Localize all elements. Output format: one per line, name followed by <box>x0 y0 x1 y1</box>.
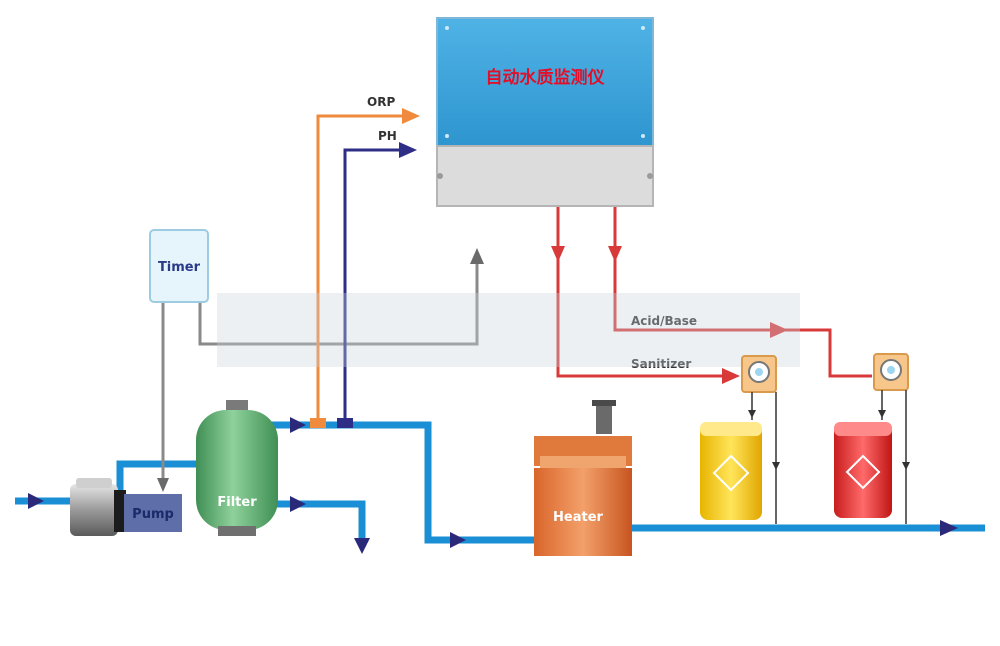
timer <box>149 229 209 303</box>
filter-label: Filter <box>217 495 257 510</box>
flow-arrow-icon <box>290 417 306 433</box>
arrow-down-icon <box>551 246 565 262</box>
diamond-icon <box>845 454 881 490</box>
heater <box>534 400 632 556</box>
flow-arrow-icon <box>290 496 306 512</box>
ph-line <box>343 148 402 420</box>
flow-arrow-icon <box>354 538 370 554</box>
timer-label: Timer <box>158 260 201 275</box>
flow-arrows <box>28 417 958 554</box>
acid-base-label: Acid/Base <box>631 314 697 328</box>
arrow-right-icon <box>722 368 740 384</box>
monitor-title: 自动水质监测仪 <box>486 67 606 88</box>
flow-arrow-icon <box>28 493 44 509</box>
water-quality-monitor <box>436 17 654 207</box>
timer-signal-line <box>161 262 479 483</box>
heater-label: Heater <box>553 510 604 525</box>
ph-probe <box>337 418 353 428</box>
overlay-band <box>217 293 800 367</box>
filter-tank <box>196 400 278 536</box>
arrow-down-icon <box>772 462 780 470</box>
arrow-down-icon <box>748 410 756 418</box>
diamond-icon <box>712 454 750 492</box>
pump-label: Pump <box>132 507 174 522</box>
orp-arrow-icon <box>402 108 420 124</box>
sanitizer-tank <box>700 422 762 520</box>
arrow-up-icon <box>470 248 484 264</box>
arrow-down-icon <box>902 462 910 470</box>
arrow-down-icon <box>157 478 169 492</box>
sanitizer-dosing-pump <box>741 355 777 393</box>
orp-label: ORP <box>367 95 395 109</box>
arrow-down-icon <box>878 410 886 418</box>
arrow-right-icon <box>770 322 788 338</box>
flow-arrow-icon <box>450 532 466 548</box>
orp-probe <box>310 418 326 428</box>
sanitizer-label: Sanitizer <box>631 357 691 371</box>
acid-base-dosing-pump <box>873 353 909 391</box>
ph-label: PH <box>378 129 397 143</box>
flow-arrow-icon <box>940 520 958 536</box>
orp-line <box>316 114 405 420</box>
arrow-down-icon <box>608 246 622 262</box>
acid-base-tank <box>834 422 892 518</box>
pump <box>70 478 182 536</box>
ph-arrow-icon <box>399 142 417 158</box>
